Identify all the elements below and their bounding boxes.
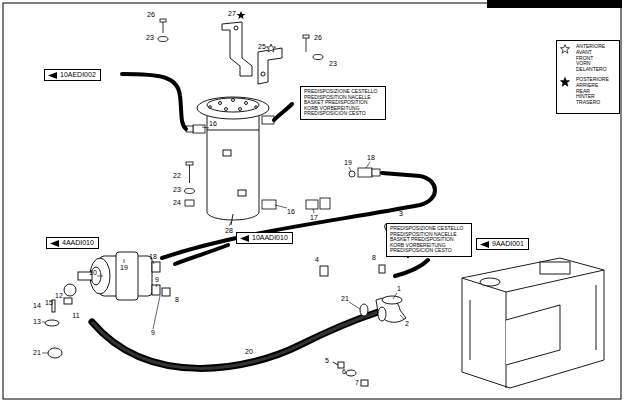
- star: [561, 45, 570, 54]
- callout-number: 25: [258, 43, 266, 51]
- reference-arrow: [48, 72, 57, 79]
- note-text: PREDISPOSIZIONE CESTELLO PREDISPOSITION …: [304, 89, 382, 117]
- reference-arrow: [240, 235, 249, 242]
- note-text: PREDISPOSIZIONE CESTELLO PREDISPOSITION …: [390, 226, 468, 254]
- page-frame: [3, 3, 621, 399]
- callout-number: 14: [33, 302, 41, 310]
- leader-lines: [42, 127, 404, 353]
- callout-number: 16: [287, 208, 295, 216]
- callout-number: 22: [173, 172, 181, 180]
- callout-number: 8: [175, 296, 179, 304]
- callout-number: 18: [149, 253, 157, 261]
- rotary-joint: [197, 97, 269, 225]
- callout-number: 15: [45, 299, 53, 307]
- reference-tag: 9AADI001: [476, 238, 529, 250]
- callout-number: 19: [344, 159, 352, 167]
- reference-code: 4AADI010: [62, 239, 94, 247]
- callout-number: 9: [151, 329, 155, 337]
- rear-star-symbol: [560, 77, 570, 87]
- legend-text: POSTERIORE ARRIERE REAR HINTER TRASERO: [576, 77, 609, 106]
- callout-number: 23: [146, 34, 154, 42]
- callout-number: 13: [33, 318, 41, 326]
- note-box: PREDISPOSIZIONE CESTELLO PREDISPOSITION …: [386, 223, 472, 257]
- callout-number: 8: [372, 254, 376, 262]
- callout-number: 4: [315, 256, 319, 264]
- callout-number: 12: [55, 292, 63, 300]
- suction-hose-core: [92, 312, 378, 368]
- callout-number: 26: [147, 11, 155, 19]
- reference-arrow-head: [240, 235, 249, 242]
- suction-fitting: [320, 265, 406, 386]
- fittings: [185, 116, 381, 209]
- callout-number: 7: [355, 379, 359, 387]
- reference-code: 10AADI010: [252, 234, 288, 242]
- front-star-symbol: [560, 44, 570, 54]
- star: [561, 77, 570, 86]
- reference-arrow-head: [480, 241, 489, 248]
- reference-arrow-head: [48, 72, 57, 79]
- reference-tag: 10AADI010: [236, 232, 293, 244]
- callout-number: 26: [314, 34, 322, 42]
- callout-number: 18: [367, 154, 375, 162]
- brackets: [222, 22, 282, 84]
- callout-number: 6: [342, 368, 346, 376]
- note-box: PREDISPOSIZIONE CESTELLO PREDISPOSITION …: [300, 86, 386, 120]
- rear-star: [237, 11, 246, 19]
- legend-row: ANTERIORE AVANT FRONT VORN DELANTERO: [560, 44, 616, 73]
- callout-number: 24: [173, 199, 181, 207]
- front-star: [267, 44, 276, 52]
- suction-hose: [92, 312, 378, 368]
- callout-number: 16: [209, 120, 217, 128]
- callout-number: 9: [155, 276, 159, 284]
- reference-arrow: [50, 240, 59, 247]
- callout-number: 23: [173, 186, 181, 194]
- callout-number: 2: [405, 320, 409, 328]
- callout-number: 5: [325, 357, 329, 365]
- callout-number: 1: [397, 285, 401, 293]
- callout-number: 20: [245, 348, 253, 356]
- reference-code: 9AADI001: [492, 240, 524, 248]
- callout-number: 17: [310, 214, 318, 222]
- reference-arrow: [480, 241, 489, 248]
- callout-number: 27: [228, 10, 236, 18]
- reference-code: 10AEDI002: [60, 71, 96, 79]
- pump: [45, 252, 170, 358]
- legend-row: POSTERIORE ARRIERE REAR HINTER TRASERO: [560, 77, 616, 106]
- callout-number: 21: [341, 295, 349, 303]
- reference-arrow-head: [50, 240, 59, 247]
- callout-number: 19: [120, 264, 128, 272]
- hydraulic-tank: [462, 258, 604, 388]
- callout-number: 11: [72, 312, 79, 320]
- callout-number: 3: [399, 210, 403, 218]
- callout-number: 21: [33, 349, 41, 357]
- reference-tag: 4AADI010: [46, 237, 99, 249]
- title-bar: [487, 0, 622, 8]
- callout-number: 28: [225, 227, 233, 235]
- callout-number: 23: [329, 60, 337, 68]
- legend-box: ANTERIORE AVANT FRONT VORN DELANTERO POST…: [556, 40, 620, 114]
- callout-number: 10: [89, 269, 97, 277]
- legend-text: ANTERIORE AVANT FRONT VORN DELANTERO: [576, 44, 607, 73]
- reference-tag: 10AEDI002: [44, 69, 101, 81]
